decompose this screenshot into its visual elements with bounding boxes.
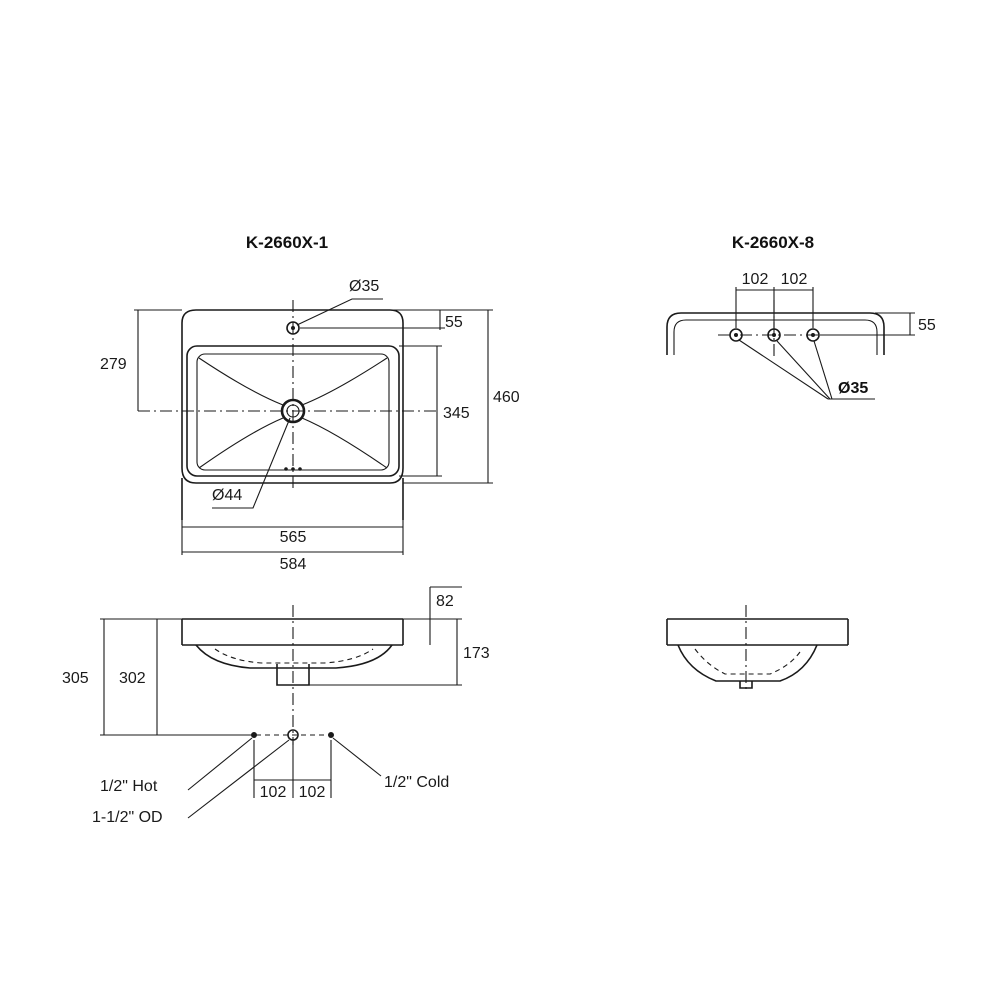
label-102-right-top: 102	[781, 271, 808, 288]
dim-584	[181, 520, 404, 555]
dim-460	[390, 309, 493, 484]
label-584: 584	[280, 556, 307, 573]
bowl-slopes	[198, 357, 388, 469]
dim-102-102-front	[253, 740, 332, 798]
dim-102-102-top	[735, 287, 814, 328]
label-tap-hole: Ø35	[349, 278, 379, 295]
bowl-profile	[195, 644, 393, 669]
label-173: 173	[463, 645, 490, 662]
cold-supply-point	[328, 732, 334, 738]
leader-cold	[332, 737, 382, 777]
label-102-right-front: 102	[299, 784, 326, 801]
label-102-left-top: 102	[742, 271, 769, 288]
basin-outline	[181, 309, 404, 484]
label-drain: Ø44	[212, 487, 242, 504]
label-cold: 1/2" Cold	[384, 774, 449, 791]
label-460: 460	[493, 389, 520, 406]
title-k2660x-1: K-2660X-1	[246, 233, 328, 252]
title-k2660x-8: K-2660X-8	[732, 233, 814, 252]
label-345: 345	[443, 405, 470, 422]
drain-stub	[276, 664, 310, 686]
label-302: 302	[119, 670, 146, 687]
leader-tap-hole	[296, 298, 383, 326]
rim-outline	[181, 618, 404, 646]
overflow-hole	[284, 467, 288, 471]
label-279: 279	[100, 356, 127, 373]
leader-waste	[187, 739, 290, 819]
label-102-left-front: 102	[260, 784, 287, 801]
label-82: 82	[436, 593, 454, 610]
dim-173	[309, 618, 462, 686]
label-55-8: 55	[918, 317, 936, 334]
hot-supply-point	[251, 732, 257, 738]
label-hot: 1/2" Hot	[100, 778, 158, 795]
dim-345	[399, 345, 442, 477]
basin-outline-8	[666, 312, 885, 355]
top-view-k2660x-8: 102 102 55 Ø35	[666, 271, 936, 400]
bowl-profile-8	[677, 644, 818, 682]
leader-drain	[212, 417, 291, 509]
dim-55-8	[820, 312, 915, 336]
label-tap-hole-8: Ø35	[838, 380, 868, 397]
rim-outline-8	[666, 618, 849, 646]
front-view-k2660x-8	[666, 605, 849, 690]
label-55: 55	[445, 314, 463, 331]
top-view-k2660x-1: Ø35 55 279 345 460 Ø44 565 584	[100, 278, 520, 573]
label-565: 565	[280, 529, 307, 546]
front-view-k2660x-1: 82 173 305 302 102 102 1/2" Hot 1-1/2" O…	[62, 586, 490, 826]
leader-tap-holes-8	[738, 339, 875, 400]
deck-sides	[181, 478, 404, 520]
label-305: 305	[62, 670, 89, 687]
dim-279	[134, 309, 182, 411]
leader-hot	[187, 737, 253, 791]
label-waste: 1-1/2" OD	[92, 809, 163, 826]
